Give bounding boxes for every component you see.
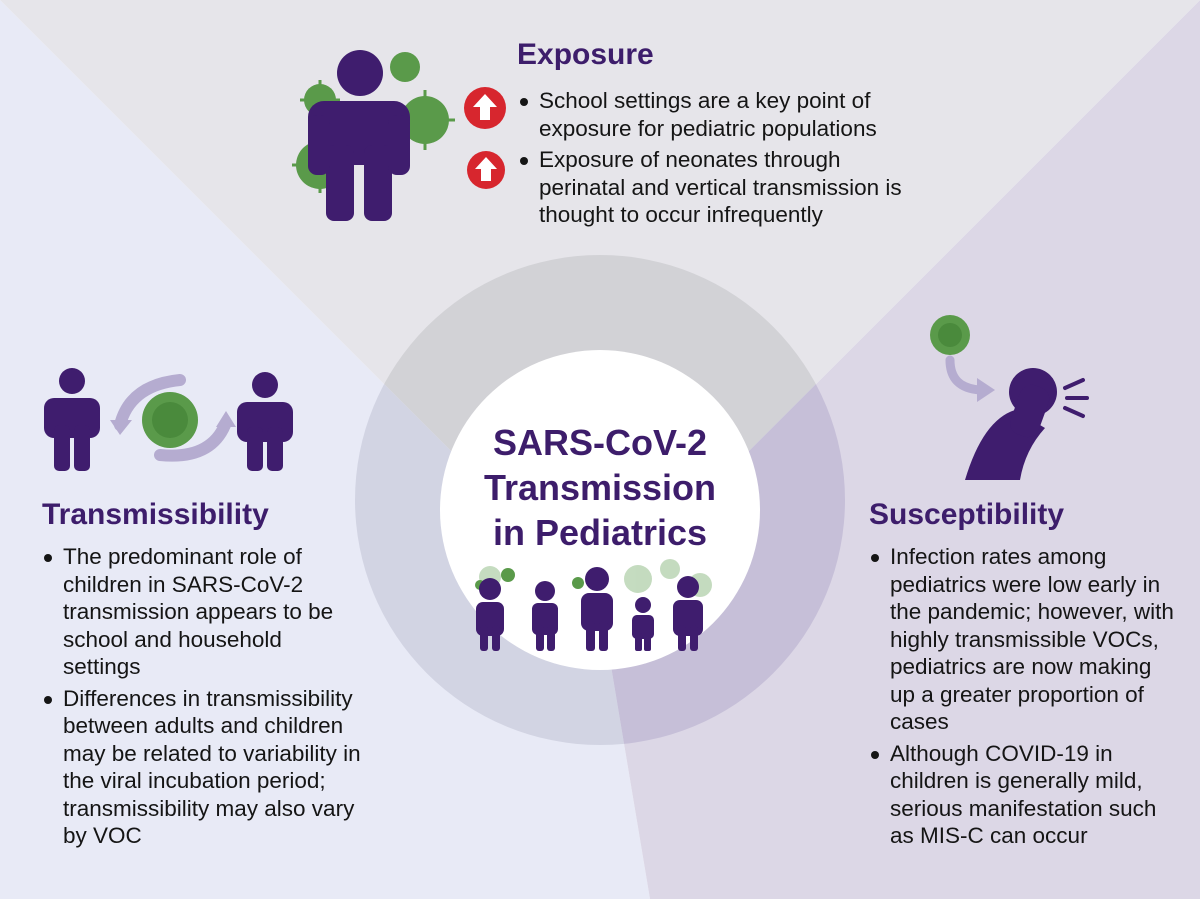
center-title-line-3: in Pediatrics: [492, 512, 708, 553]
susceptibility-bullet-1: Infection rates among pediatrics were lo…: [869, 543, 1179, 736]
exposed-person-icon: [292, 50, 455, 221]
center-title: SARS-CoV-2 Transmission in Pediatrics: [440, 420, 760, 555]
exposure-bullet-1: School settings are a key point of expos…: [518, 87, 918, 142]
exposure-bullet-2: Exposure of neonates through perinatal a…: [518, 146, 918, 229]
exposure-heading: Exposure: [517, 38, 654, 71]
transmissibility-bullet-1: The predominant role of children in SARS…: [42, 543, 362, 681]
susceptibility-bullets: Infection rates among pediatrics were lo…: [869, 543, 1179, 854]
transmissibility-bullets: The predominant role of children in SARS…: [42, 543, 362, 854]
transmissibility-bullet-2: Differences in transmissibility between …: [42, 685, 362, 850]
arrow-up-icon: [464, 87, 506, 129]
exposure-bullets: School settings are a key point of expos…: [518, 87, 918, 233]
arrow-up-icon: [467, 151, 505, 189]
center-title-line-2: Transmission: [483, 467, 717, 508]
center-title-line-1: SARS-CoV-2: [492, 422, 708, 463]
susceptibility-heading: Susceptibility: [869, 498, 1065, 531]
transmissibility-heading: Transmissibility: [42, 498, 269, 531]
children-group-icon: [475, 559, 712, 651]
person-to-person-transmission-icon: [44, 368, 293, 471]
coughing-person-icon: [930, 315, 1089, 480]
susceptibility-bullet-2: Although COVID-19 in children is general…: [869, 740, 1179, 850]
